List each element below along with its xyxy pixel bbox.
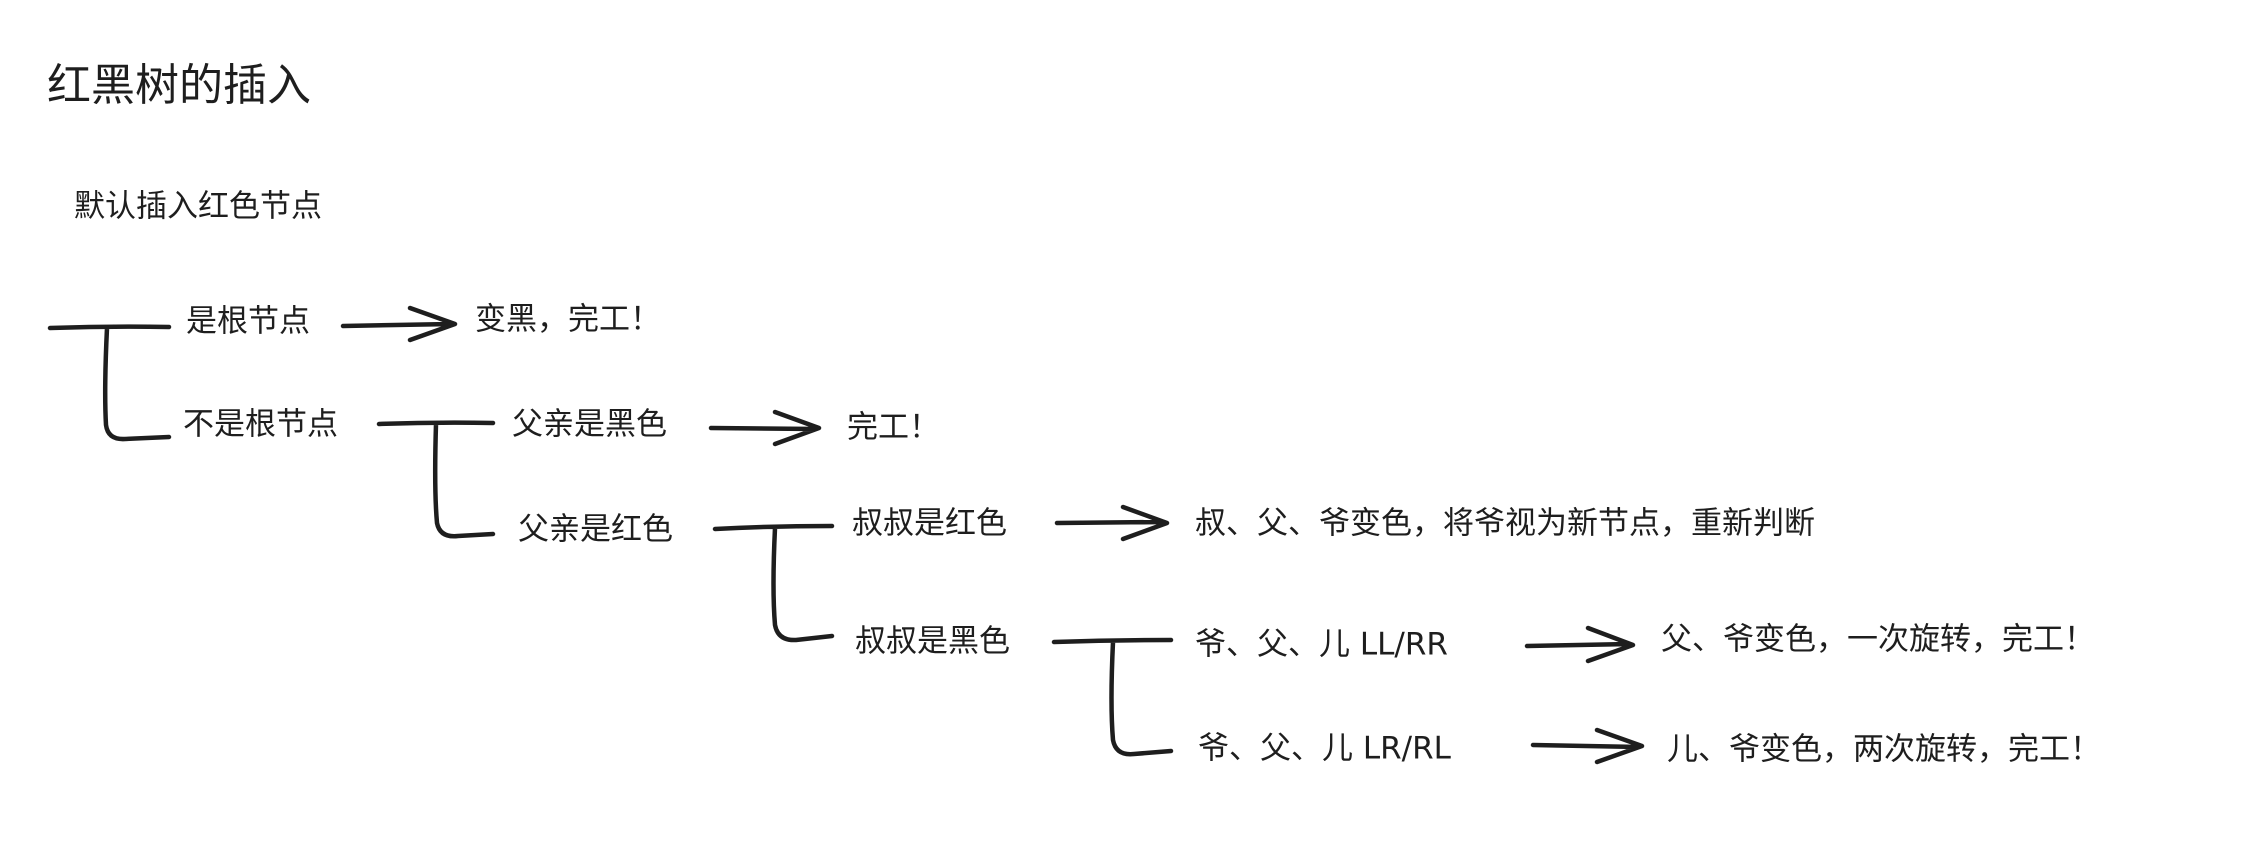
node-is-root-result: 变黑，完工！ xyxy=(475,301,661,338)
node-case-lrrl: 爷、父、儿 LR/RL xyxy=(1198,730,1451,767)
arrow-parent-black xyxy=(708,409,822,447)
node-is-root: 是根节点 xyxy=(186,303,310,340)
bracket-not-root xyxy=(376,420,496,539)
node-parent-red: 父亲是红色 xyxy=(518,511,673,548)
arrow-uncle-red xyxy=(1054,504,1170,542)
arrow-is-root xyxy=(340,305,458,343)
node-case-llrr: 爷、父、儿 LL/RR xyxy=(1195,626,1448,663)
node-parent-black-result: 完工！ xyxy=(847,409,940,446)
arrow-lrrl xyxy=(1530,727,1645,765)
node-case-llrr-result: 父、爷变色，一次旋转，完工！ xyxy=(1661,621,2095,658)
bracket-root xyxy=(47,324,172,442)
node-parent-black: 父亲是黑色 xyxy=(512,406,667,443)
node-uncle-red-result: 叔、父、爷变色，将爷视为新节点，重新判断 xyxy=(1195,505,1815,542)
bracket-uncle-black xyxy=(1051,637,1174,757)
diagram-subtitle: 默认插入红色节点 xyxy=(74,188,322,225)
diagram-title: 红黑树的插入 xyxy=(47,60,311,111)
node-uncle-black: 叔叔是黑色 xyxy=(855,623,1010,660)
bracket-parent-red xyxy=(712,523,835,643)
node-not-root: 不是根节点 xyxy=(183,406,338,443)
arrow-llrr xyxy=(1524,625,1636,664)
node-case-lrrl-result: 儿、爷变色，两次旋转，完工！ xyxy=(1667,731,2101,768)
node-uncle-red: 叔叔是红色 xyxy=(852,505,1007,542)
